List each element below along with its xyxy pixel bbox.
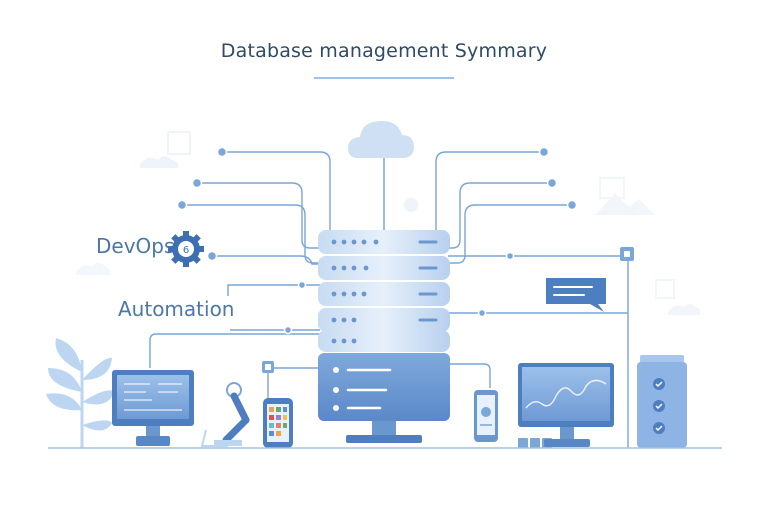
gear-icon: 6 xyxy=(168,231,204,267)
svg-text:6: 6 xyxy=(183,245,189,256)
node-box-icon-small xyxy=(262,361,274,373)
robot-arm-icon xyxy=(200,382,250,447)
automation-label: Automation xyxy=(118,297,235,321)
title-underline xyxy=(314,77,454,79)
devops-label: DevOps xyxy=(96,234,175,258)
node-box-icon xyxy=(620,247,634,261)
tablet-icon xyxy=(474,390,498,442)
plant-icon xyxy=(46,338,114,448)
cloud-icon xyxy=(348,121,414,232)
server-stack-icon xyxy=(318,230,450,443)
storage-cylinder-icon xyxy=(637,355,687,448)
connector-lines xyxy=(149,151,629,448)
smartphone-icon xyxy=(263,398,293,448)
connector-dots xyxy=(176,146,578,335)
monitor-icon xyxy=(112,370,194,446)
desktop-monitor-icon xyxy=(518,363,614,447)
background-decorations xyxy=(76,131,701,315)
page-title: Database management Symmary xyxy=(220,40,548,62)
chat-bubble-icon xyxy=(546,278,606,312)
